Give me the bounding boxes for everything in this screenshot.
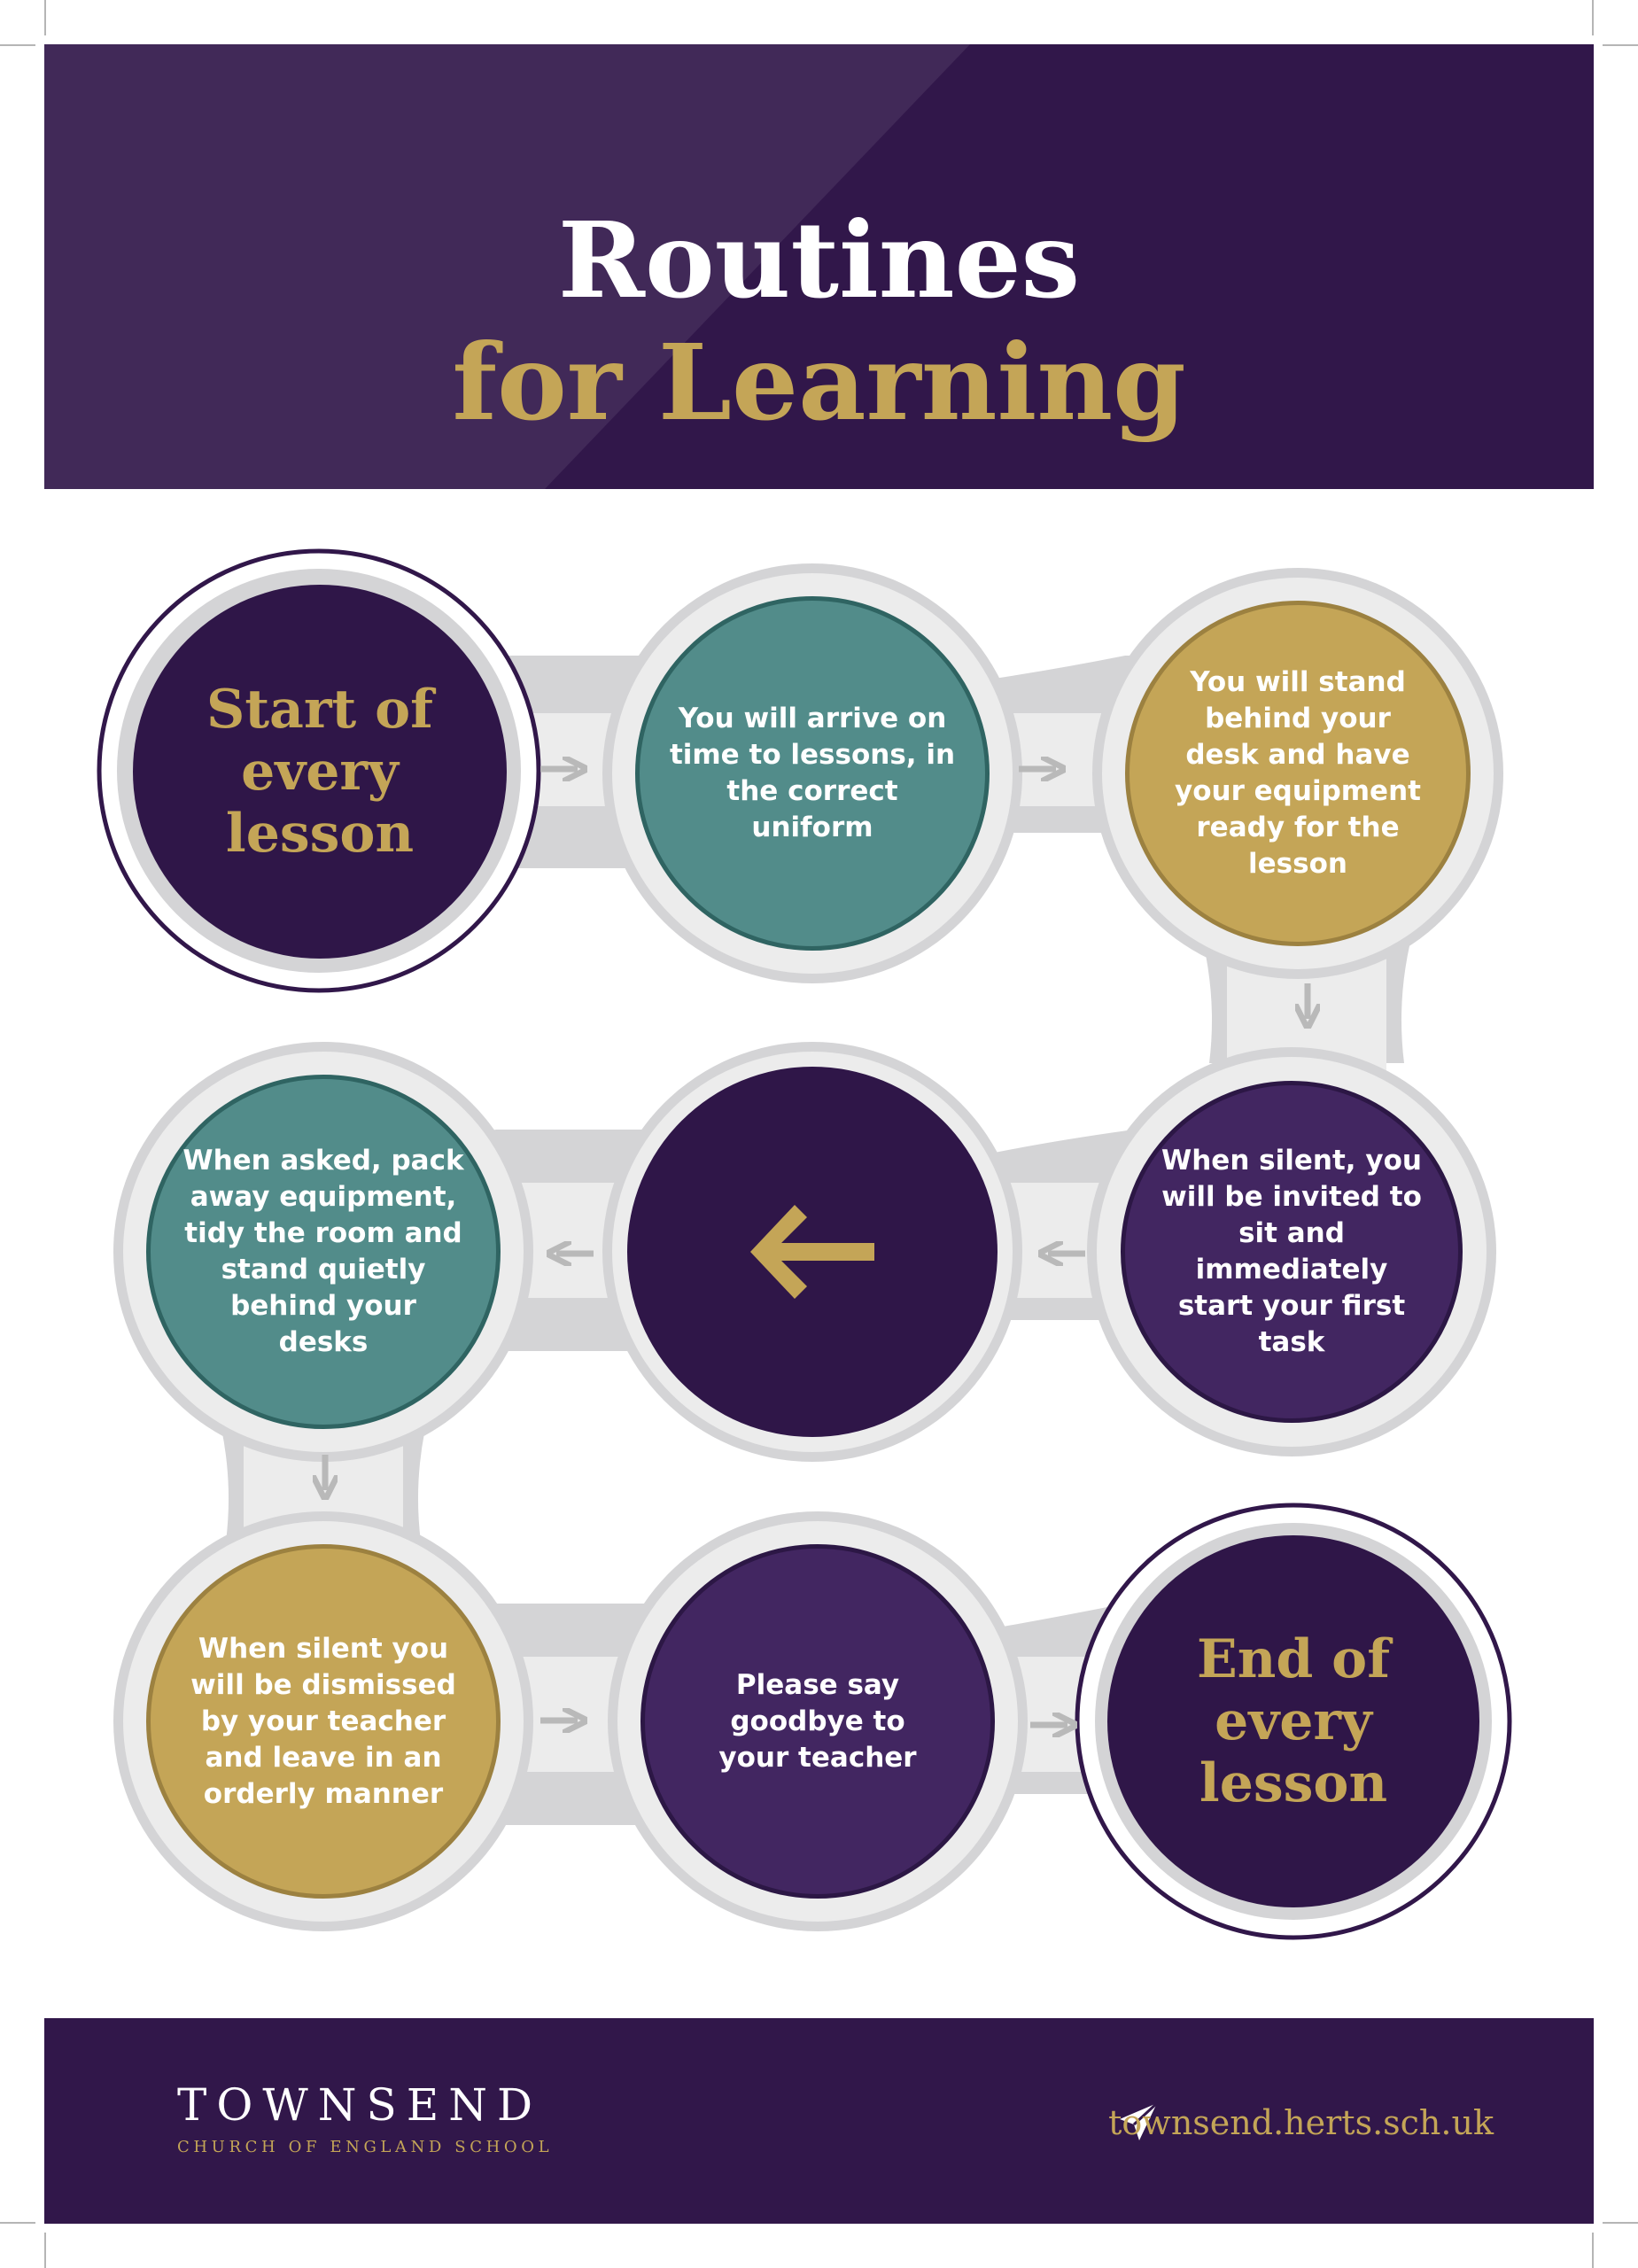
step-arrive: You will arrive on time to lessons, in t… [635,596,990,951]
step-dismissed: When silent you will be dismissed by you… [146,1544,501,1899]
step-arrive-text: You will arrive on time to lessons, in t… [669,703,956,843]
paper-plane-icon [1120,2101,1159,2140]
school-logo-wordmark: TOWNSEND [177,2079,543,2131]
crop-mark [0,44,35,46]
header-banner: Routines for Learning [44,44,1594,489]
step-lesson [627,1067,998,1437]
step-pack-away: When asked, pack away equipment, tidy th… [146,1075,501,1429]
step-end-label: End of every lesson [1196,1628,1391,1814]
step-dismissed-text: When silent you will be dismissed by you… [190,1632,456,1810]
step-stand-text: You will stand behind your desk and have… [1175,666,1421,880]
step-end: End of every lesson [1107,1535,1479,1907]
crop-mark [1603,2222,1638,2224]
crop-mark [44,2233,46,2268]
step-start-label: Start of every lesson [206,679,433,865]
crop-mark [1603,44,1638,46]
crop-mark [1592,2233,1594,2268]
header-sheen [44,44,970,489]
step-start: Start of every lesson [133,585,507,959]
step-stand: You will stand behind your desk and have… [1125,601,1471,946]
crop-mark [44,0,46,35]
title-line-1: Routines [557,198,1081,322]
step-silent-sit: When silent, you will be invited to sit … [1121,1081,1463,1423]
step-pack-away-text: When asked, pack away equipment, tidy th… [182,1145,464,1358]
arrow-left-icon [750,1205,874,1299]
crop-mark [1592,0,1594,35]
step-goodbye: Please say goodbye to your teacher [640,1544,995,1899]
footer-banner: TOWNSEND CHURCH OF ENGLAND SCHOOL townse… [44,2018,1594,2224]
step-goodbye-text: Please say goodbye to your teacher [718,1668,917,1774]
school-logo-subtitle: CHURCH OF ENGLAND SCHOOL [177,2138,554,2156]
step-silent-sit-text: When silent, you will be invited to sit … [1161,1145,1422,1358]
title-line-2: for Learning [452,321,1186,444]
website-link[interactable]: townsend.herts.sch.uk [1108,2103,1494,2142]
crop-mark [0,2222,35,2224]
